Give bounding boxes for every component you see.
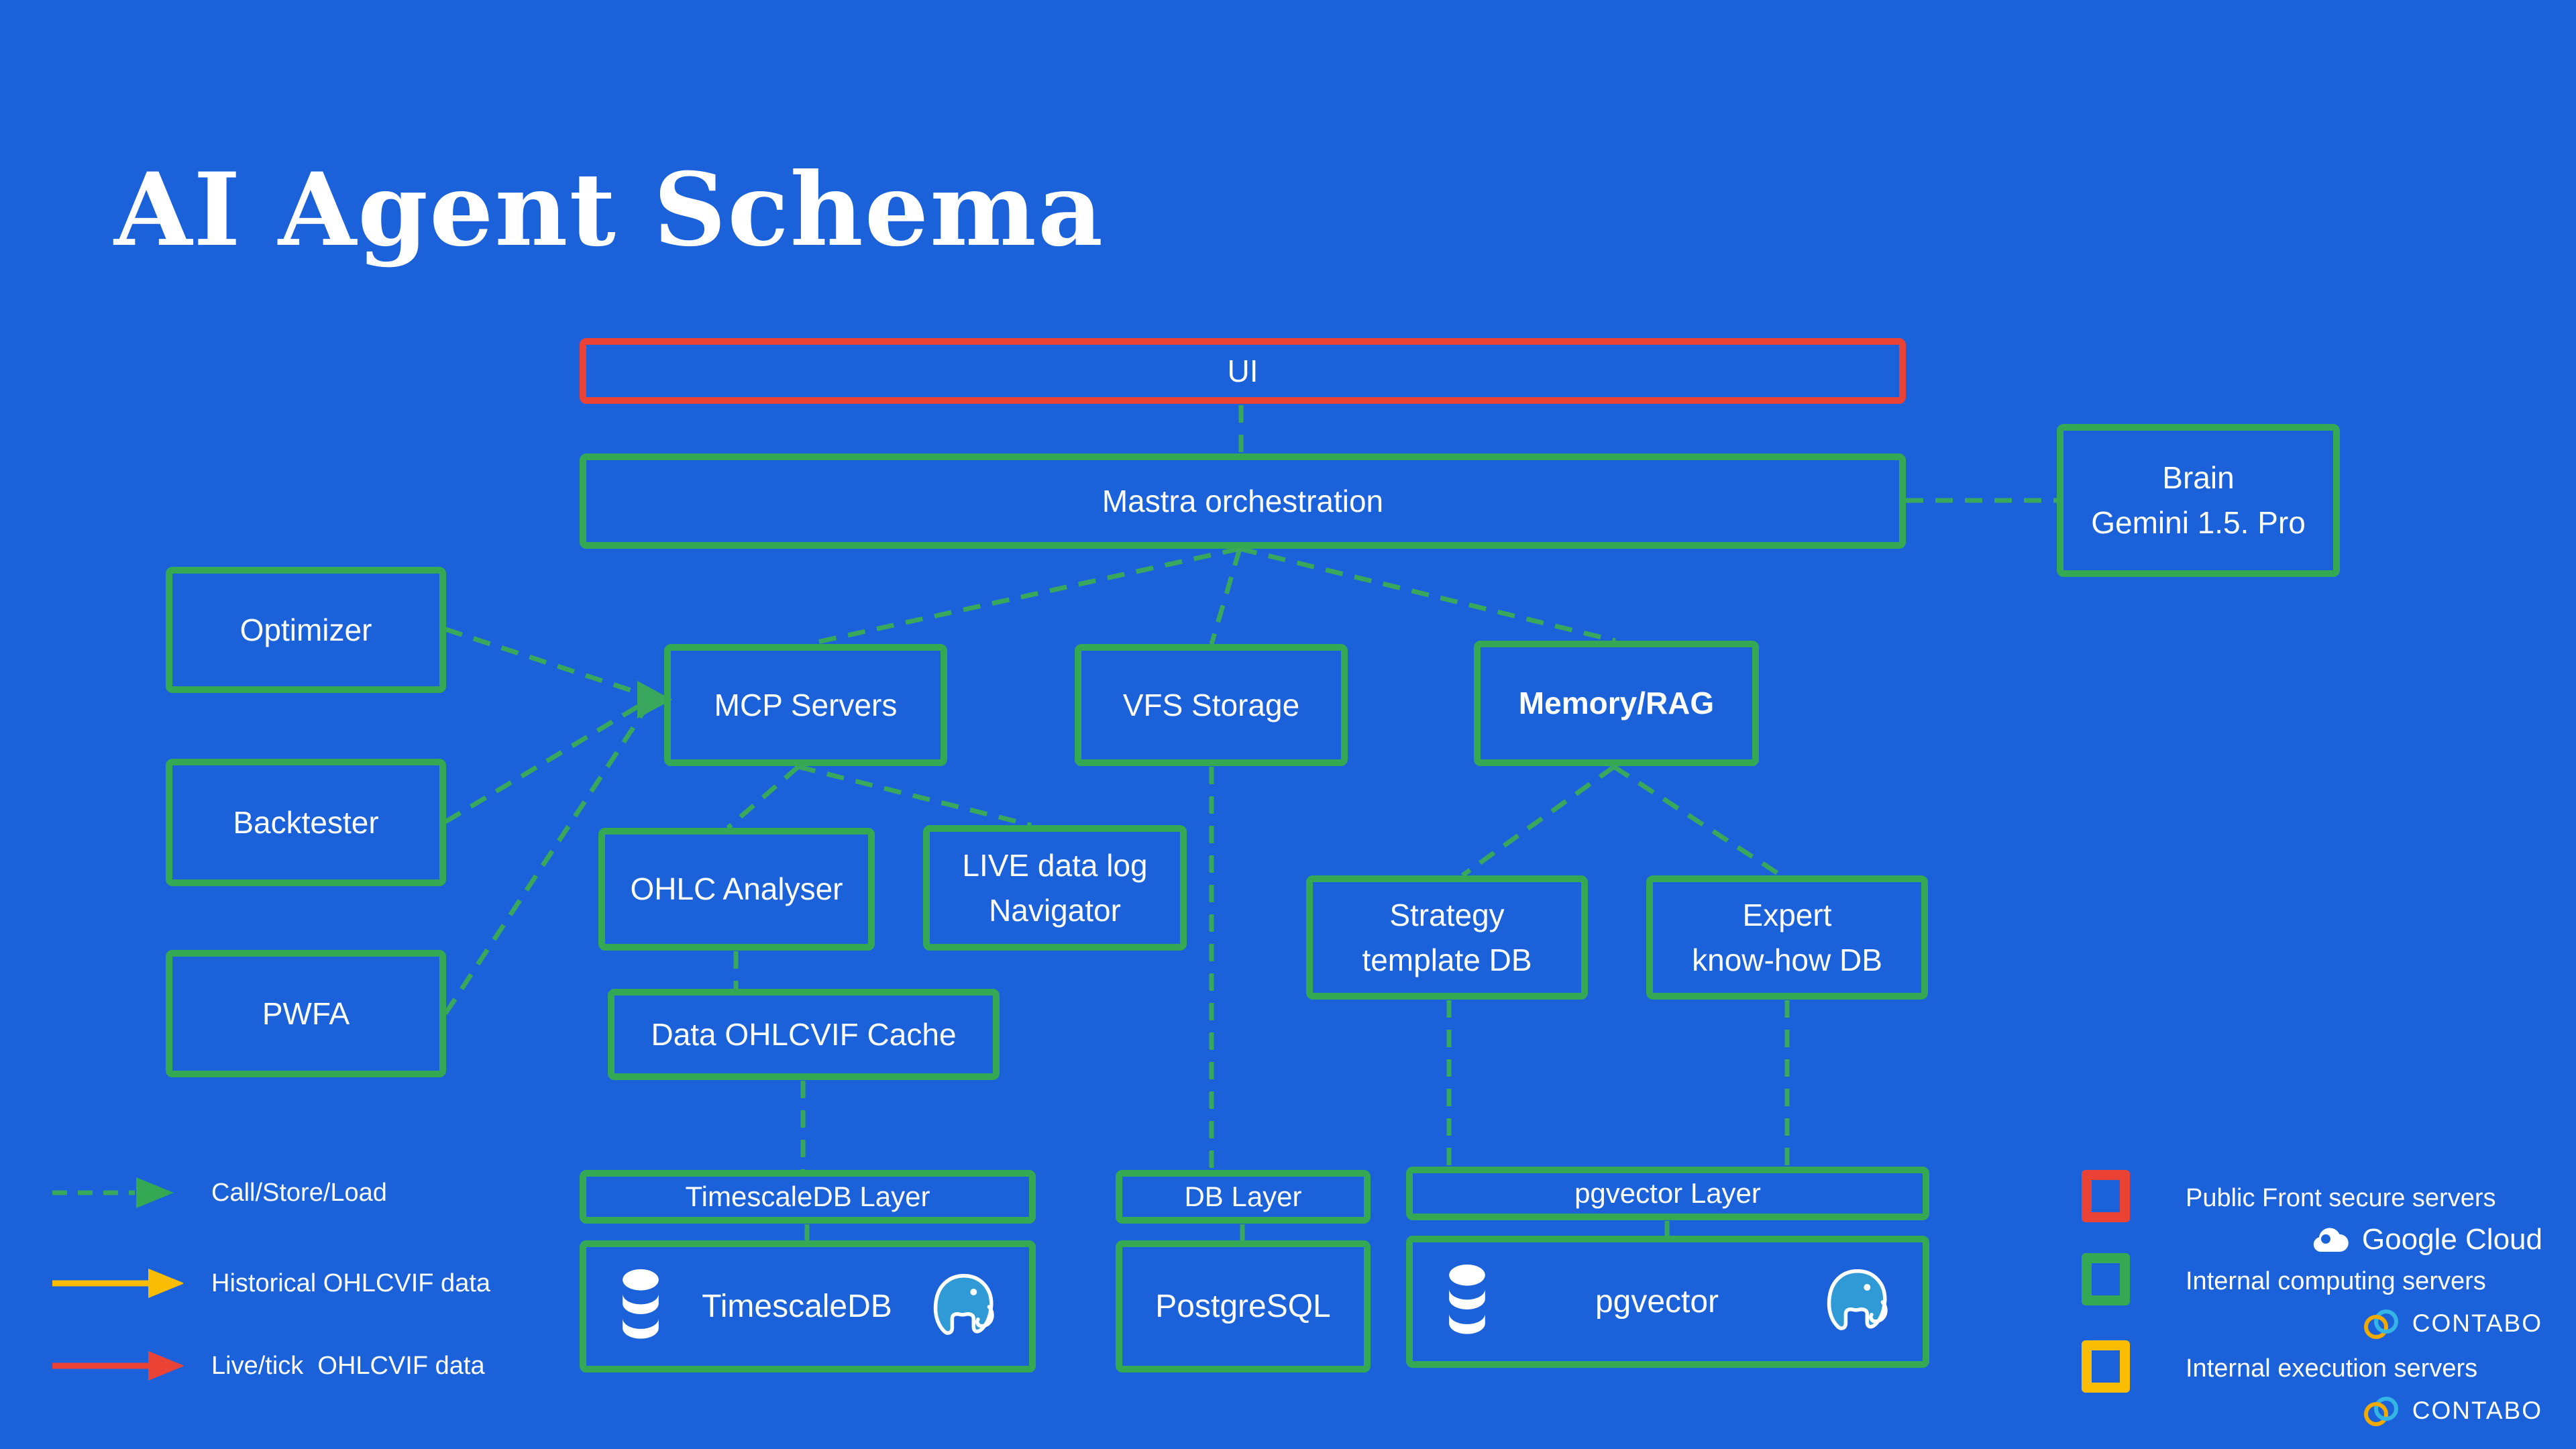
- node-mastra-label: Mastra orchestration: [1102, 483, 1384, 519]
- node-mcp-servers: MCP Servers: [664, 644, 947, 766]
- legend-internal-computing-label: Internal computing servers: [2186, 1267, 2486, 1295]
- node-brain-label: Brain: [2162, 460, 2235, 496]
- node-optimizer: Optimizer: [166, 567, 446, 693]
- legend-call-store-load: Call/Store/Load: [49, 1169, 387, 1216]
- node-live-nav-label: LIVE data log: [962, 847, 1148, 883]
- node-backtester: Backtester: [166, 759, 446, 886]
- legend-swatch-public-front: [2082, 1170, 2130, 1222]
- legend-swatch-internal-computing: [2082, 1253, 2130, 1305]
- node-live-data-log-navigator: LIVE data log Navigator: [923, 825, 1187, 951]
- node-brain-sublabel: Gemini 1.5. Pro: [2091, 505, 2306, 540]
- node-strategy-db-label: Strategy: [1389, 897, 1505, 932]
- node-pwfa: PWFA: [166, 950, 446, 1077]
- node-postgresql-label: PostgreSQL: [1155, 1288, 1331, 1324]
- legend-historical-data: Historical OHLCVIF data: [49, 1260, 490, 1307]
- node-optimizer-label: Optimizer: [239, 612, 372, 647]
- node-pwfa-label: PWFA: [262, 996, 350, 1031]
- node-ui: UI: [580, 338, 1906, 404]
- node-ohlc-analyser: OHLC Analyser: [598, 828, 875, 951]
- contabo-label: CONTABO: [2412, 1309, 2542, 1337]
- legend-live-tick-data-label: Live/tick OHLCVIF data: [211, 1351, 485, 1380]
- yellow-arrow-icon: [52, 1269, 183, 1298]
- node-live-nav-sublabel: Navigator: [989, 892, 1121, 928]
- node-pgvector: pgvector: [1406, 1236, 1929, 1368]
- page-title: AI Agent Schema: [114, 151, 1105, 269]
- node-pgvector-label: pgvector: [1595, 1283, 1719, 1320]
- node-mastra-orchestration: Mastra orchestration: [580, 453, 1906, 549]
- legend-internal-execution-label: Internal execution servers: [2186, 1354, 2478, 1383]
- node-db-layer-label: DB Layer: [1184, 1180, 1302, 1212]
- google-cloud-label: Google Cloud: [2361, 1223, 2542, 1256]
- node-memory-label: Memory/RAG: [1518, 686, 1715, 721]
- legend-public-front-label: Public Front secure servers: [2186, 1184, 2496, 1212]
- database-icon: [1449, 1264, 1485, 1334]
- red-arrow-icon: [52, 1351, 183, 1381]
- node-data-ohlcvif-cache: Data OHLCVIF Cache: [608, 989, 1000, 1080]
- google-cloud-logo: Google Cloud: [2207, 1221, 2542, 1258]
- node-expert-knowhow-db: Expert know-how DB: [1646, 875, 1928, 1000]
- contabo-label: CONTABO: [2412, 1397, 2542, 1424]
- node-memory-rag: Memory/RAG: [1474, 641, 1759, 766]
- contabo-rings-icon: [2363, 1309, 2398, 1339]
- node-ohlc-analyser-label: OHLC Analyser: [630, 871, 843, 907]
- node-timescaledb-layer-label: TimescaleDB Layer: [685, 1180, 930, 1212]
- legend-live-tick-data: Live/tick OHLCVIF data: [49, 1342, 485, 1389]
- node-pgvector-layer-label: pgvector Layer: [1574, 1177, 1761, 1209]
- node-data-cache-label: Data OHLCVIF Cache: [651, 1016, 957, 1052]
- node-brain-gemini: Brain Gemini 1.5. Pro: [2057, 424, 2340, 577]
- postgresql-elephant-icon: [1827, 1269, 1888, 1330]
- legend-call-store-load-label: Call/Store/Load: [211, 1178, 387, 1207]
- node-pgvector-layer: pgvector Layer: [1406, 1167, 1929, 1220]
- contabo-logo: CONTABO: [2207, 1393, 2542, 1429]
- dashed-green-arrow-icon: [52, 1177, 174, 1208]
- node-expert-db-sublabel: know-how DB: [1692, 942, 1882, 977]
- node-vfs-storage: VFS Storage: [1075, 644, 1348, 766]
- node-ui-label: UI: [1227, 353, 1258, 388]
- node-vfs-label: VFS Storage: [1122, 687, 1300, 722]
- node-timescaledb: TimescaleDB: [580, 1240, 1036, 1373]
- node-postgresql: PostgreSQL: [1116, 1240, 1371, 1373]
- node-backtester-label: Backtester: [233, 804, 379, 840]
- node-db-layer: DB Layer: [1116, 1170, 1371, 1224]
- cloud-icon: [2313, 1228, 2349, 1252]
- contabo-logo: CONTABO: [2207, 1305, 2542, 1342]
- node-strategy-db-sublabel: template DB: [1362, 942, 1532, 977]
- node-strategy-template-db: Strategy template DB: [1306, 875, 1588, 1000]
- postgresql-elephant-icon: [933, 1273, 994, 1335]
- node-timescaledb-layer: TimescaleDB Layer: [580, 1170, 1036, 1224]
- node-mcp-label: MCP Servers: [714, 687, 898, 722]
- database-icon: [623, 1269, 659, 1339]
- contabo-rings-icon: [2363, 1397, 2398, 1426]
- legend-swatch-internal-execution: [2082, 1340, 2130, 1393]
- legend-historical-data-label: Historical OHLCVIF data: [211, 1269, 491, 1297]
- node-timescaledb-label: TimescaleDB: [702, 1288, 892, 1324]
- node-expert-db-label: Expert: [1742, 897, 1832, 932]
